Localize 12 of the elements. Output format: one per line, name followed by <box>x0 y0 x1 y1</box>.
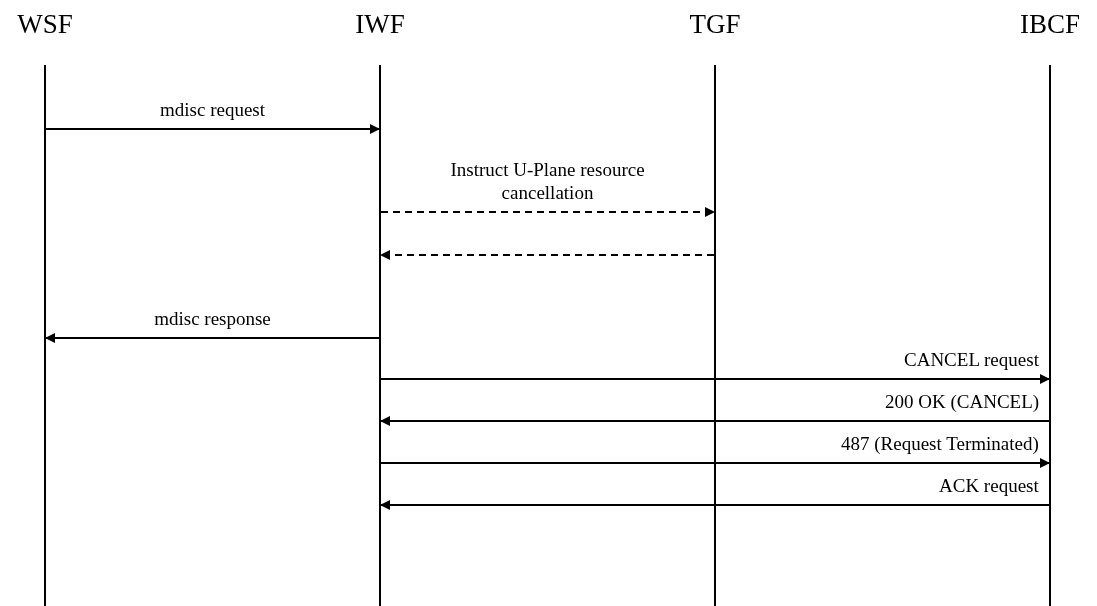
message-arrow <box>45 124 380 134</box>
message-arrow <box>45 333 380 343</box>
lifeline-header: WSF <box>17 8 73 40</box>
message-arrow <box>380 500 1050 510</box>
lifeline-header: IWF <box>355 8 405 40</box>
message-arrow <box>380 207 715 217</box>
lifeline-header: IBCF <box>1020 8 1080 40</box>
message-arrow <box>380 458 1050 468</box>
message-arrow <box>380 416 1050 426</box>
message-arrow <box>380 374 1050 384</box>
lifeline-header: TGF <box>689 8 741 40</box>
message-arrow <box>380 250 715 260</box>
